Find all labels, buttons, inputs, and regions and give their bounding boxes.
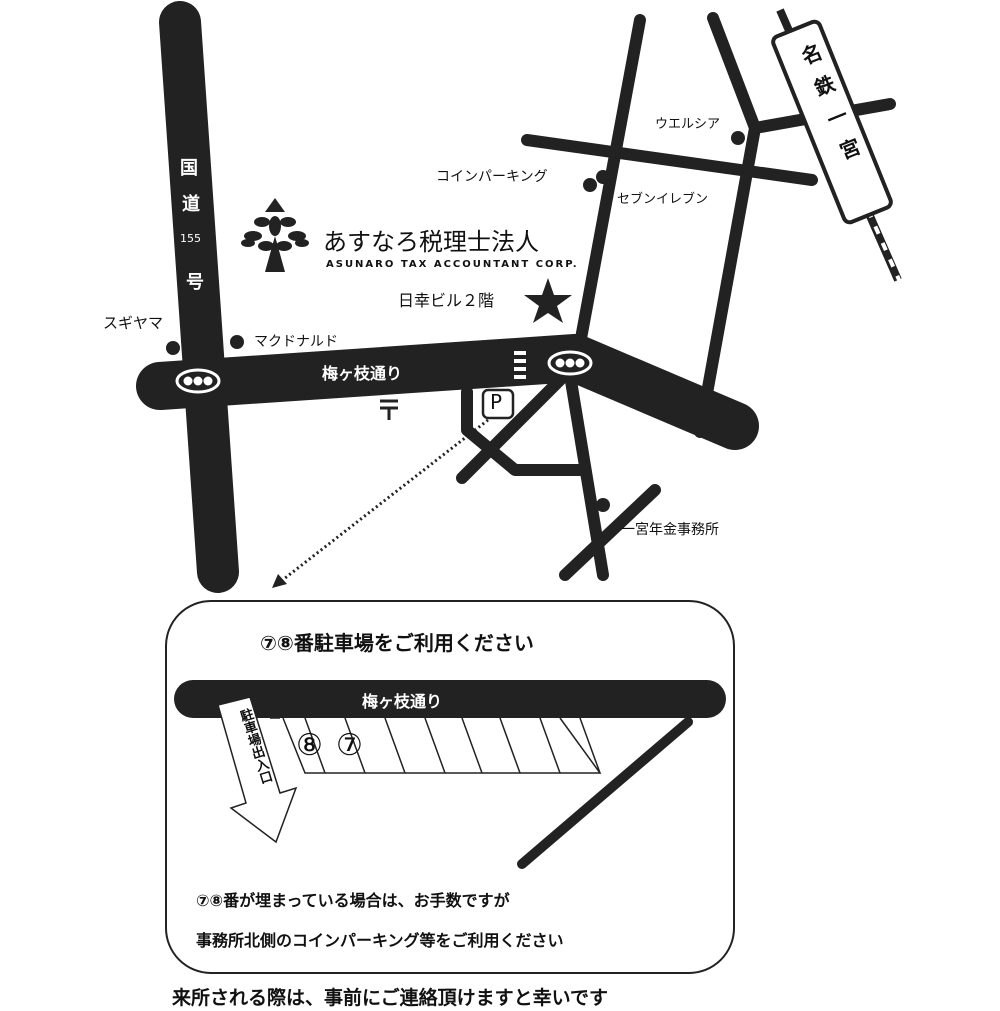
- route-155-road: [159, 1, 239, 593]
- landmark-coin-parking: コインパーキング: [436, 169, 548, 185]
- parking-symbol: P: [490, 390, 503, 414]
- parking-stalls: [270, 717, 602, 774]
- railway-line: [771, 8, 902, 283]
- traffic-light-icon: [547, 350, 593, 376]
- inset-side-road: [517, 717, 693, 869]
- side-roads: [456, 12, 896, 581]
- route-label: 道: [182, 194, 200, 215]
- inset-note-2: 事務所北側のコインパーキング等をご利用ください: [196, 931, 564, 950]
- landmark-dots: [166, 131, 745, 512]
- route-number: 155: [180, 232, 201, 245]
- landmark-welcia: ウエルシア: [655, 117, 721, 132]
- footer-note: 来所される際は、事前にご連絡頂けますと幸いです: [172, 987, 609, 1009]
- landmark-mcdonalds: マクドナルド: [254, 334, 338, 350]
- slot-7: ⑦: [336, 728, 363, 763]
- parking-inset-frame: [165, 600, 735, 974]
- landmark-seven-eleven: セブンイレブン: [617, 192, 709, 207]
- crosswalk-icon: [514, 351, 526, 379]
- parking-sign-icon: [481, 388, 515, 420]
- dotted-arrow: [272, 418, 489, 588]
- inset-street: [174, 680, 726, 718]
- building-label: 日幸ビル２階: [398, 291, 495, 310]
- inset-note-1: ⑦⑧番が埋まっている場合は、お手数ですが: [196, 891, 510, 910]
- landmark-sugiyama: スギヤマ: [103, 314, 164, 332]
- umegae-street-road: [136, 334, 759, 450]
- inset-street-label: 梅ヶ枝通り: [362, 692, 443, 711]
- entrance-arrow: [217, 696, 298, 844]
- route-label: 号: [186, 272, 204, 293]
- street-label: 梅ヶ枝通り: [322, 364, 403, 383]
- office-star-icon: [524, 278, 572, 323]
- route-label: 国: [180, 158, 198, 179]
- slot-8: ⑧: [296, 728, 323, 763]
- company-logo: [241, 198, 309, 272]
- inset-title: ⑦⑧番駐車場をご利用ください: [260, 631, 534, 655]
- landmark-pension-office: 一宮年金事務所: [621, 522, 719, 538]
- traffic-light-icon: [175, 368, 221, 394]
- company-name: あすなろ税理士法人: [323, 228, 539, 256]
- company-name-en: ASUNARO TAX ACCOUNTANT CORP.: [326, 259, 579, 270]
- post-office-icon: [380, 399, 398, 420]
